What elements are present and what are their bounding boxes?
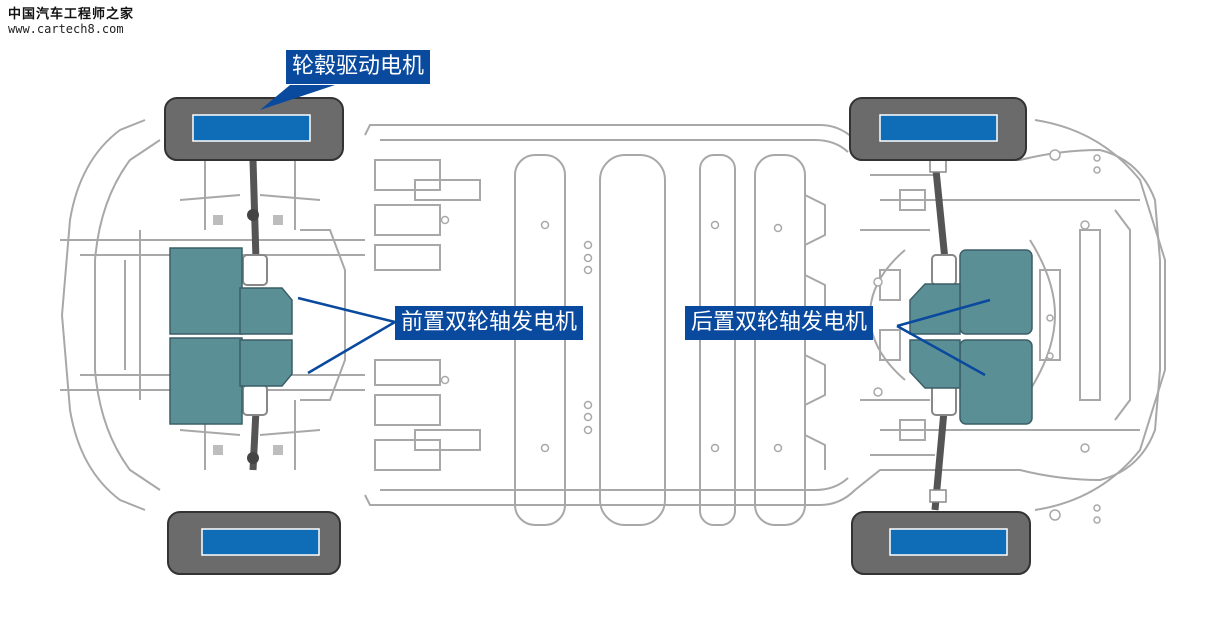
front-left-wheel	[164, 97, 344, 161]
front-right-wheel	[167, 511, 341, 575]
rear-left-wheel	[849, 97, 1027, 161]
rear-drive-shafts	[929, 159, 957, 511]
rear-right-wheel	[851, 511, 1031, 575]
watermark-url: www.cartech8.com	[8, 21, 124, 36]
watermark: 中国汽车工程师之家 www.cartech8.com	[8, 7, 135, 37]
leader-lines	[297, 296, 991, 377]
hub-motor-callout-pointer	[260, 85, 335, 110]
front-motor-unit	[169, 247, 293, 425]
frame-holes	[440, 149, 1101, 524]
hub-motor-label: 轮毂驱动电机	[286, 50, 431, 84]
front-drive-shafts	[213, 159, 283, 471]
rear-motor-label: 后置双轮轴发电机	[685, 306, 874, 340]
watermark-site-name: 中国汽车工程师之家	[8, 7, 135, 22]
front-motor-label: 前置双轮轴发电机	[395, 306, 584, 340]
rear-motor-unit	[909, 249, 1033, 425]
